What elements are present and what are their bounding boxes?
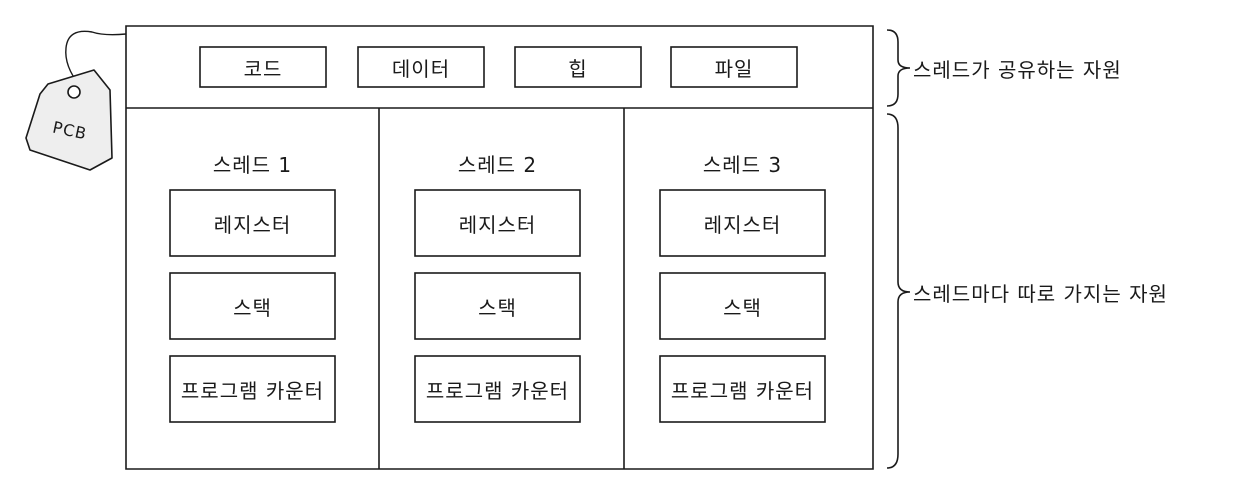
- shared-box-file: [670, 46, 798, 88]
- thread3-stack: 스택: [723, 295, 762, 320]
- shared-box-data: [357, 46, 485, 88]
- thread1-program-counter: 프로그램 카운터: [180, 378, 325, 403]
- shared-item-file: 파일: [714, 56, 754, 81]
- thread1-box-stack: [169, 272, 336, 340]
- thread2-register: 레지스터: [458, 212, 537, 237]
- thread-brace-icon: [886, 113, 911, 469]
- thread2-program-counter: 프로그램 카운터: [425, 378, 570, 403]
- shared-box-code: [199, 46, 327, 88]
- thread3-program-counter: 프로그램 카운터: [670, 378, 815, 403]
- thread1-stack: 스택: [233, 295, 272, 320]
- thread2-stack: 스택: [478, 295, 517, 320]
- tag-hole-icon: [67, 85, 81, 99]
- thread1-box-register: [169, 189, 336, 257]
- thread1-title: 스레드 1: [212, 152, 293, 177]
- pcb-tag-icon: [25, 69, 113, 171]
- process-outer-box: [125, 25, 874, 470]
- thread3-box-register: [659, 189, 826, 257]
- thread2-box-stack: [414, 272, 581, 340]
- thread1-register: 레지스터: [213, 212, 292, 237]
- tag-string-icon: [65, 30, 127, 87]
- thread3-box-pc: [659, 355, 826, 423]
- shared-box-heap: [514, 46, 642, 88]
- shared-resources-note: 스레드가 공유하는 자원: [913, 57, 1122, 82]
- thread3-register: 레지스터: [703, 212, 782, 237]
- thread3-box-stack: [659, 272, 826, 340]
- shared-item-data: 데이터: [391, 56, 451, 81]
- thread2-box-register: [414, 189, 581, 257]
- shared-item-heap: 힙: [568, 56, 588, 81]
- thread3-title: 스레드 3: [702, 152, 783, 177]
- thread1-box-pc: [169, 355, 336, 423]
- thread2-box-pc: [414, 355, 581, 423]
- per-thread-resources-note: 스레드마다 따로 가지는 자원: [913, 281, 1168, 306]
- shared-brace-icon: [886, 29, 911, 107]
- thread2-title: 스레드 2: [457, 152, 538, 177]
- shared-item-code: 코드: [243, 56, 283, 81]
